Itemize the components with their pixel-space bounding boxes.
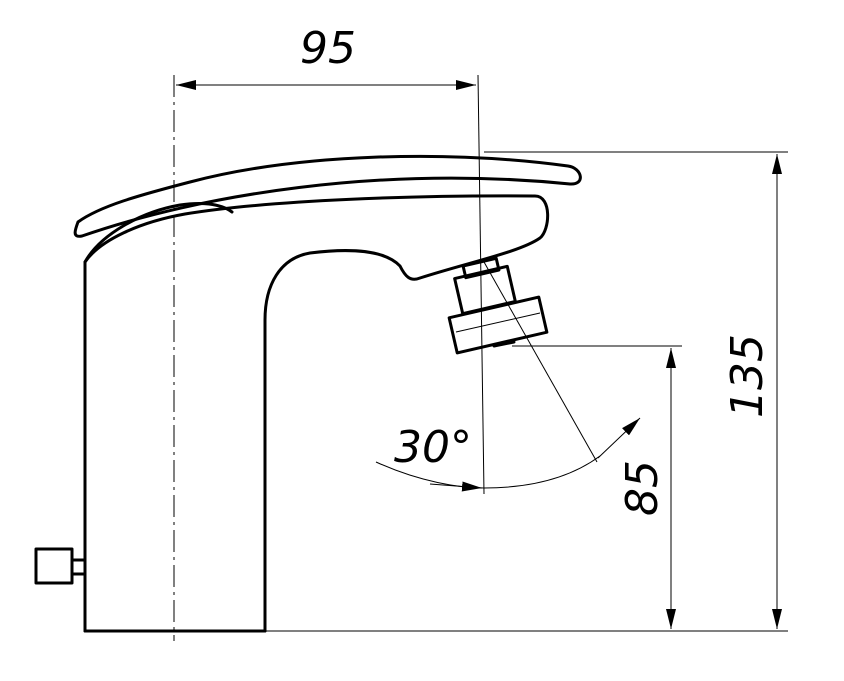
spout-height-dimension: 85 xyxy=(512,345,682,629)
spout-height-dimension-label: 85 xyxy=(617,460,668,516)
aerator-head xyxy=(447,295,549,355)
swivel-angle-label: 30° xyxy=(394,422,472,473)
width-dimension-label: 95 xyxy=(300,23,356,74)
lever-outline xyxy=(73,154,582,238)
body-front-edge xyxy=(83,202,234,264)
height-dimension: 135 xyxy=(265,151,788,632)
swivel-angle-arc xyxy=(375,455,601,489)
swivel-line xyxy=(483,261,598,463)
side-connector xyxy=(34,547,87,585)
aerator xyxy=(447,256,549,355)
faucet-body xyxy=(83,194,550,633)
spout-centerline xyxy=(477,74,485,495)
swivel-arrow-left xyxy=(429,481,483,492)
aerator-slot xyxy=(492,340,516,348)
width-dimension: 95 xyxy=(176,23,476,90)
aerator-stem xyxy=(461,256,501,280)
connector-stem xyxy=(70,558,87,576)
connector-nut xyxy=(34,547,74,585)
aerator-ring xyxy=(455,312,541,333)
body-outline xyxy=(83,194,550,633)
swivel-arrow-right xyxy=(597,417,641,459)
swivel-angle-dimension: 30° xyxy=(375,417,641,492)
height-dimension-label: 135 xyxy=(722,334,773,418)
lever-handle xyxy=(73,154,582,238)
